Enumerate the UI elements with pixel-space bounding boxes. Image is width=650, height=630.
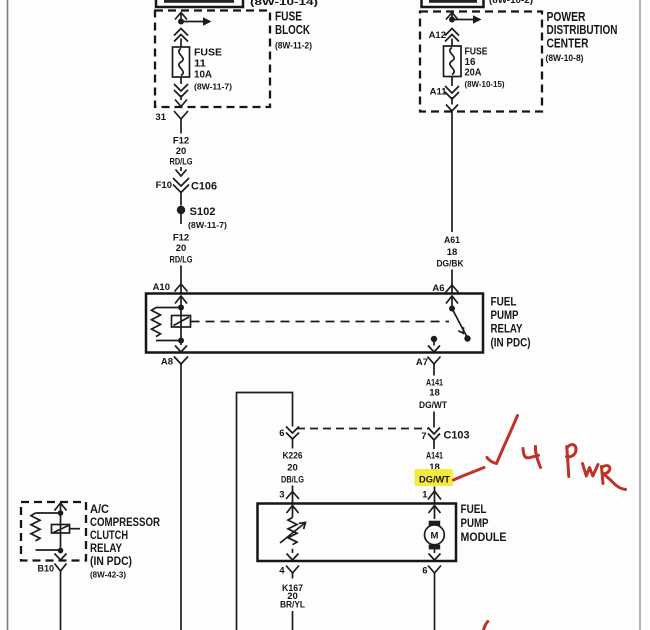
svg-text:PUMP: PUMP [491,308,519,322]
svg-text:20: 20 [287,591,298,602]
svg-text:COMPRESSOR: COMPRESSOR [90,515,160,529]
svg-text:(8W-42-3): (8W-42-3) [90,570,126,580]
svg-text:F10: F10 [156,180,172,191]
svg-text:3: 3 [279,490,284,501]
svg-text:(8W-11-7): (8W-11-7) [194,82,232,92]
svg-text:(8W-10-14): (8W-10-14) [250,0,318,7]
svg-text:FUSE: FUSE [275,10,302,24]
svg-text:20: 20 [287,463,298,474]
svg-text:A/C: A/C [90,502,109,516]
svg-text:RD/LG: RD/LG [170,255,193,266]
svg-text:RD/LG: RD/LG [170,157,193,168]
svg-text:18: 18 [429,388,440,399]
svg-text:11: 11 [194,59,206,70]
svg-text:(8W-11-7): (8W-11-7) [188,220,227,230]
svg-text:BLOCK: BLOCK [275,23,310,37]
svg-text:RELAY: RELAY [90,541,122,555]
svg-text:FUSE: FUSE [194,48,222,59]
svg-text:F12: F12 [173,136,189,147]
svg-text:16: 16 [465,57,476,68]
svg-text:(IN PDC): (IN PDC) [90,554,132,568]
svg-text:A61: A61 [444,235,461,246]
svg-text:6: 6 [422,566,427,577]
svg-text:1: 1 [422,490,428,501]
svg-text:A12: A12 [429,30,446,41]
svg-text:PUMP: PUMP [461,516,489,530]
svg-text:FUEL: FUEL [461,502,487,516]
svg-text:B10: B10 [37,564,54,574]
svg-text:A6: A6 [432,283,444,294]
svg-text:DG/WT: DG/WT [419,475,450,486]
svg-text:10A: 10A [194,70,212,81]
svg-text:DB/LG: DB/LG [281,475,304,486]
svg-text:(8W-10-2): (8W-10-2) [489,0,533,5]
svg-text:18: 18 [447,247,458,258]
svg-text:A8: A8 [161,357,173,368]
svg-text:CENTER: CENTER [547,37,589,51]
svg-text:FUEL: FUEL [491,295,517,309]
svg-text:C106: C106 [191,181,217,193]
svg-text:BR/YL: BR/YL [280,600,305,611]
svg-text:A141: A141 [426,451,444,462]
svg-text:RELAY: RELAY [491,322,523,336]
svg-text:7: 7 [421,431,426,442]
svg-text:A7: A7 [416,357,428,368]
svg-text:18: 18 [429,462,440,473]
svg-text:F12: F12 [173,233,189,244]
svg-text:20A: 20A [465,68,482,79]
svg-text:(8W-10-8): (8W-10-8) [546,53,584,63]
svg-text:K167: K167 [282,583,303,594]
svg-text:DG/BK: DG/BK [437,259,464,270]
svg-text:31: 31 [155,112,166,123]
svg-text:DISTRIBUTION: DISTRIBUTION [547,23,618,37]
svg-text:K226: K226 [283,451,303,462]
svg-text:MODULE: MODULE [461,530,507,544]
svg-text:M: M [431,531,439,542]
svg-text:A141: A141 [426,378,444,389]
svg-text:(IN PDC): (IN PDC) [491,336,531,350]
svg-text:CLUTCH: CLUTCH [90,528,128,542]
svg-text:S102: S102 [190,206,216,218]
svg-text:(8W-11-2): (8W-11-2) [275,41,312,52]
svg-text:(8W-10-15): (8W-10-15) [465,79,505,89]
svg-text:FUSE: FUSE [465,47,488,58]
svg-text:A11: A11 [430,87,448,98]
svg-text:POWER: POWER [547,10,586,24]
svg-text:C103: C103 [444,430,470,442]
svg-text:DG/WT: DG/WT [419,400,447,411]
svg-text:4: 4 [279,566,285,577]
svg-text:20: 20 [176,146,187,157]
svg-text:20: 20 [176,243,187,254]
svg-text:6: 6 [279,428,284,439]
svg-text:A10: A10 [153,282,170,293]
